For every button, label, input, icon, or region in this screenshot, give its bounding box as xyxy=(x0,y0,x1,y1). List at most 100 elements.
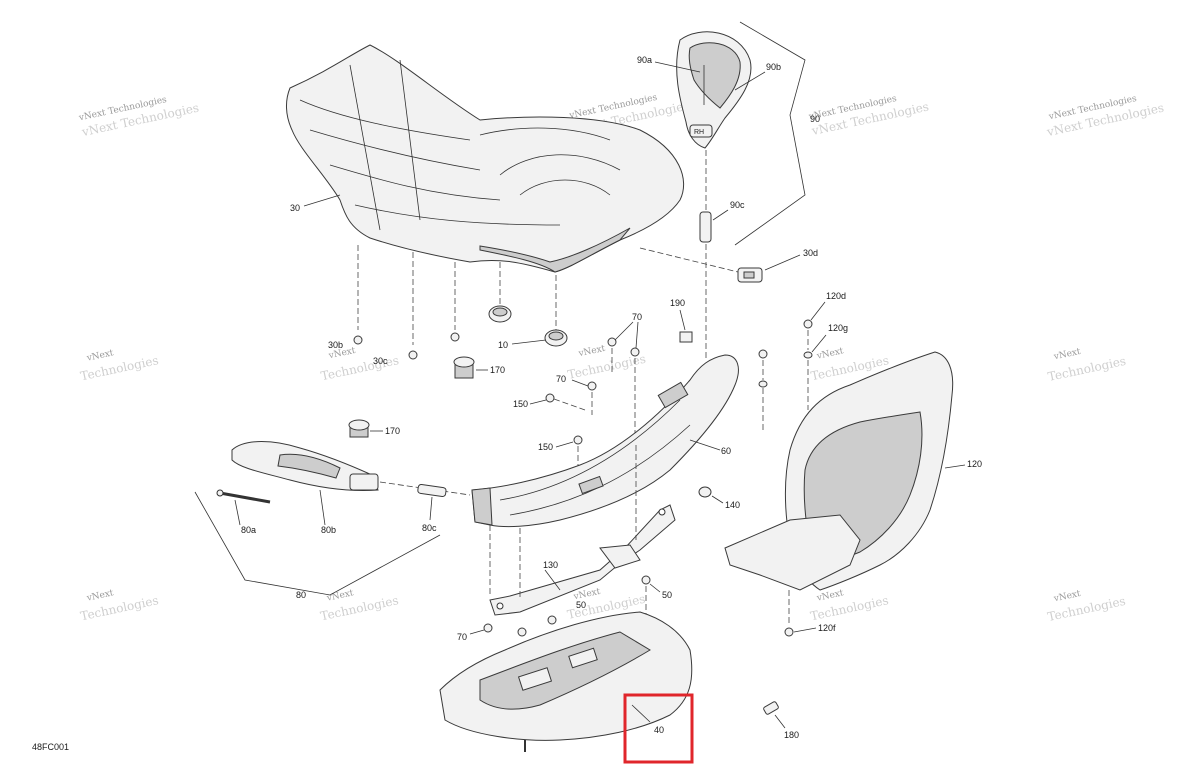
washer-part xyxy=(758,380,768,388)
bolt-part-70 xyxy=(630,347,640,357)
bolt-part xyxy=(517,627,527,637)
leader-line xyxy=(234,499,241,526)
bracket-line xyxy=(194,491,441,596)
callout-70[interactable]: 70 xyxy=(457,632,467,642)
leader-line xyxy=(631,704,651,723)
callout-90c[interactable]: 90c xyxy=(730,200,745,210)
grommet-part-10[interactable] xyxy=(488,305,568,347)
callout-170[interactable]: 170 xyxy=(385,426,400,436)
callout-50[interactable]: 50 xyxy=(662,590,672,600)
watermark-text: vNext xyxy=(1052,589,1082,605)
callout-60[interactable]: 60 xyxy=(721,446,731,456)
callout-30c[interactable]: 30c xyxy=(373,356,388,366)
leader-line xyxy=(649,583,661,593)
callout-120[interactable]: 120 xyxy=(967,459,982,469)
screw-part-30b[interactable] xyxy=(353,335,363,345)
leader-line xyxy=(614,321,634,341)
callout-30[interactable]: 30 xyxy=(290,203,300,213)
leader-line xyxy=(469,629,485,635)
leader-line xyxy=(319,489,326,526)
callout-120g[interactable]: 120g xyxy=(828,323,848,333)
bolt-part-50 xyxy=(641,575,651,585)
callout-30d[interactable]: 30d xyxy=(803,248,818,258)
leader-line xyxy=(793,627,817,633)
leader-line xyxy=(555,441,574,448)
callout-90b[interactable]: 90b xyxy=(766,62,781,72)
frame-part-60[interactable] xyxy=(471,354,739,528)
bolt-part-70 xyxy=(587,381,597,391)
callout-80[interactable]: 80 xyxy=(296,590,306,600)
leader-line xyxy=(679,309,686,331)
bolt-part-70 xyxy=(483,623,493,633)
callout-130[interactable]: 130 xyxy=(543,560,558,570)
clip-part-30d[interactable] xyxy=(737,267,763,283)
callout-150[interactable]: 150 xyxy=(513,399,528,409)
pin-part-80a[interactable] xyxy=(216,489,271,504)
leader-line xyxy=(529,399,547,405)
watermark-text: vNext xyxy=(1052,347,1082,363)
bumper-part-170[interactable] xyxy=(348,419,370,438)
leader-line xyxy=(811,334,827,353)
highlight-box xyxy=(623,693,694,764)
callout-40[interactable]: 40 xyxy=(654,725,664,735)
leader-line xyxy=(511,339,547,345)
callout-120d[interactable]: 120d xyxy=(826,291,846,301)
linkage-part-130[interactable] xyxy=(489,504,676,616)
bolt-part-150 xyxy=(545,393,555,403)
bolt-part xyxy=(547,615,557,625)
callout-180[interactable]: 180 xyxy=(784,730,799,740)
bolt-part xyxy=(758,349,768,359)
screw-part-30c[interactable] xyxy=(408,350,418,360)
callout-10[interactable]: 10 xyxy=(498,340,508,350)
watermark-text: vNext xyxy=(85,588,115,604)
callout-50[interactable]: 50 xyxy=(576,600,586,610)
leader-line xyxy=(810,301,826,321)
screw-part xyxy=(450,332,460,342)
washer-part-120g xyxy=(803,351,813,359)
seat-back-part-120[interactable] xyxy=(724,351,954,591)
dashed-alignment-line xyxy=(553,398,586,411)
leader-line xyxy=(544,569,561,591)
armrest-part-80[interactable] xyxy=(231,441,379,491)
bolt-part-70 xyxy=(607,337,617,347)
clip-part-190[interactable] xyxy=(679,331,693,343)
bumper-part-170[interactable] xyxy=(453,356,475,379)
leader-line xyxy=(635,321,639,349)
leader-line xyxy=(571,379,589,387)
callout-80b[interactable]: 80b xyxy=(321,525,336,535)
callout-30b[interactable]: 30b xyxy=(328,340,343,350)
callout-120f[interactable]: 120f xyxy=(818,623,836,633)
bolt-part-150 xyxy=(573,435,583,445)
callout-90[interactable]: 90 xyxy=(810,114,820,124)
callout-170[interactable]: 170 xyxy=(490,365,505,375)
callout-90a[interactable]: 90a xyxy=(637,55,652,65)
leader-line xyxy=(764,254,801,271)
backrest-part-90[interactable]: RH xyxy=(676,31,752,149)
dashed-alignment-line xyxy=(639,247,739,273)
callout-140[interactable]: 140 xyxy=(725,500,740,510)
leader-line xyxy=(429,496,433,521)
callout-70[interactable]: 70 xyxy=(556,374,566,384)
watermark-text: vNext xyxy=(325,588,355,604)
watermark-text: vNext xyxy=(85,348,115,364)
callout-150[interactable]: 150 xyxy=(538,442,553,452)
leader-line xyxy=(689,439,721,451)
base-part-40[interactable] xyxy=(439,611,693,752)
seat-part-30[interactable] xyxy=(286,44,685,273)
callout-80a[interactable]: 80a xyxy=(241,525,256,535)
watermark-text: vNext xyxy=(815,588,845,604)
callout-70[interactable]: 70 xyxy=(632,312,642,322)
callout-80c[interactable]: 80c xyxy=(422,523,437,533)
pin-part-90c[interactable] xyxy=(699,211,712,243)
nut-part-140[interactable] xyxy=(698,486,712,498)
diagram-code: 48FC001 xyxy=(32,742,69,752)
watermark-text: vNext xyxy=(577,344,607,360)
fastener-part-180[interactable] xyxy=(763,701,779,715)
leader-line xyxy=(654,61,701,73)
bolt-part-120f xyxy=(784,627,794,637)
bracket-line xyxy=(734,21,806,246)
pin-part-80c[interactable] xyxy=(417,483,447,498)
leader-line xyxy=(711,495,724,504)
callout-190[interactable]: 190 xyxy=(670,298,685,308)
